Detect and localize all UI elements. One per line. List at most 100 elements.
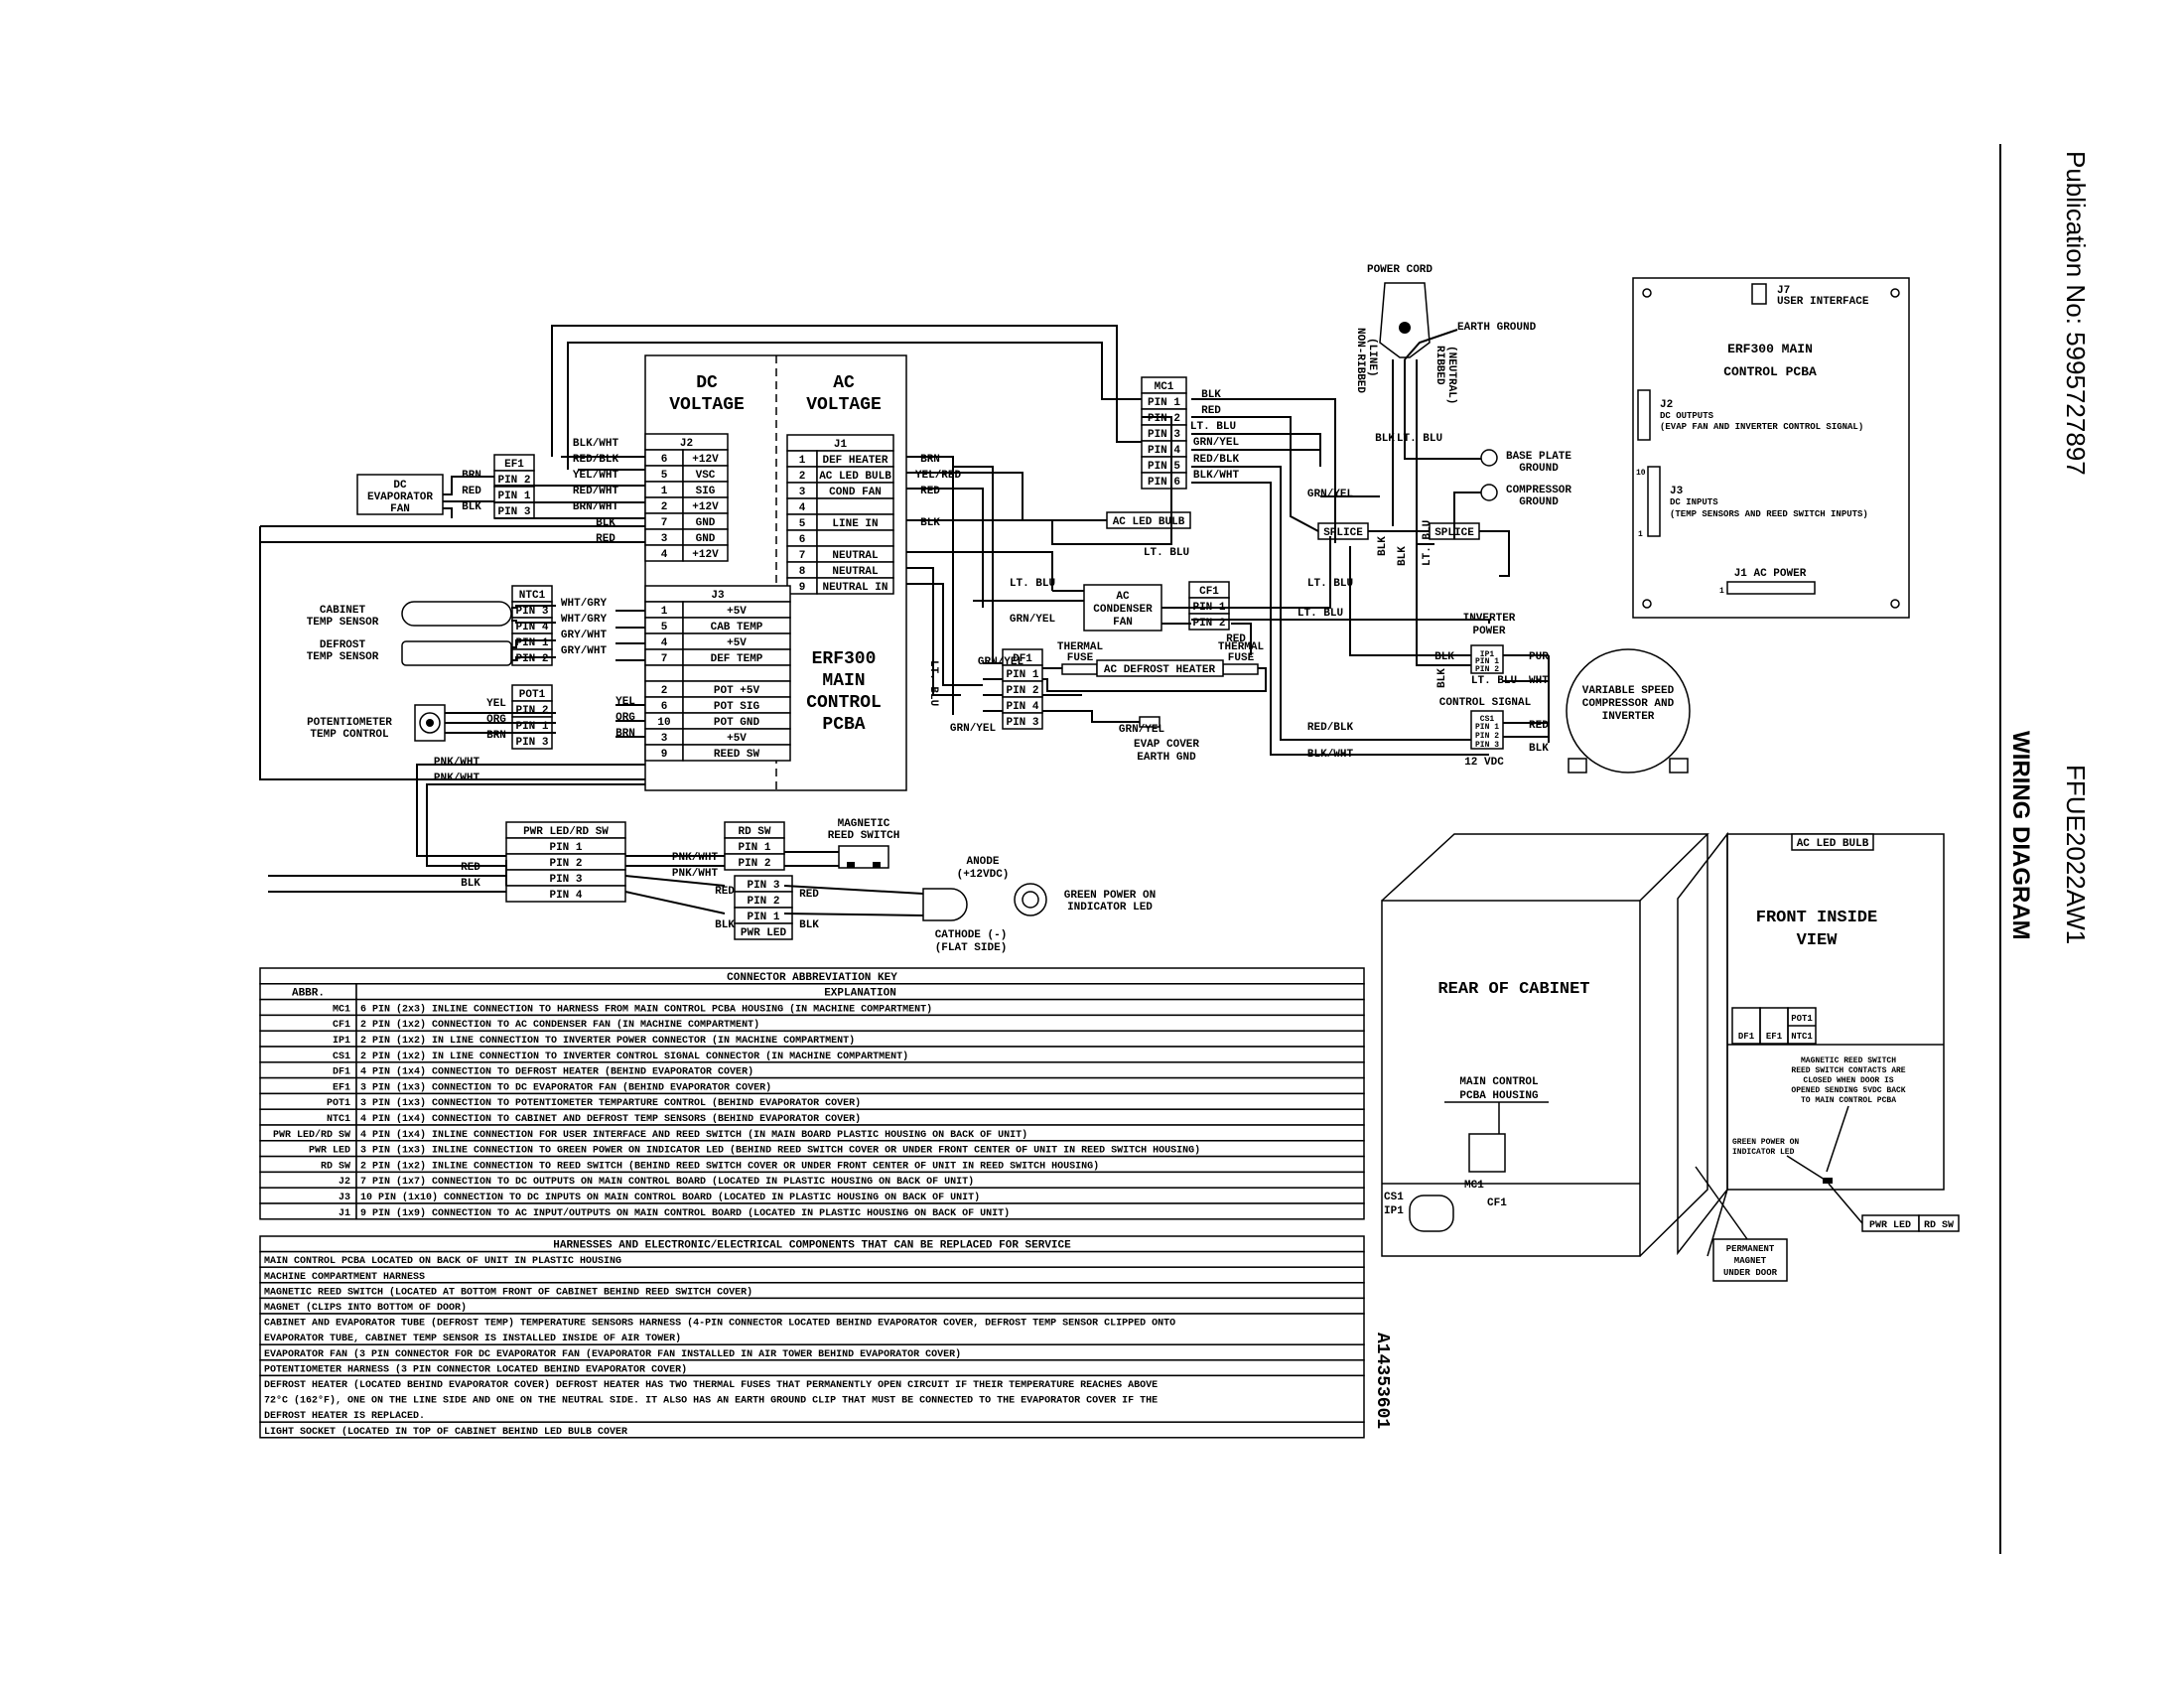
wiring bbox=[259, 325, 1550, 916]
svg-text:POWER CORD: POWER CORD bbox=[1367, 264, 1433, 276]
harness-row: MAIN CONTROL PCBA LOCATED ON BACK OF UNI… bbox=[264, 1256, 621, 1267]
svg-text:IP1: IP1 bbox=[1384, 1205, 1404, 1217]
wire-label-pot_right: YEL bbox=[615, 696, 635, 708]
abbr-cell: NTC1 bbox=[327, 1114, 350, 1125]
svg-text:BASE PLATE: BASE PLATE bbox=[1506, 451, 1571, 463]
svg-text:DC OUTPUTS: DC OUTPUTS bbox=[1660, 411, 1714, 421]
j2-table-pin-num: 2 bbox=[661, 501, 668, 513]
svg-text:PIN 2: PIN 2 bbox=[1475, 732, 1499, 741]
svg-text:12 VDC: 12 VDC bbox=[1464, 757, 1504, 769]
wire-label-misc: BLK bbox=[1436, 668, 1448, 688]
ntc1-box-pin: PIN 2 bbox=[515, 653, 548, 665]
svg-text:ERF300 MAIN: ERF300 MAIN bbox=[1727, 342, 1813, 356]
wire-label-mc1_right: BLK/WHT bbox=[1193, 470, 1240, 482]
rear-of-cabinet-view: REAR OF CABINET MAIN CONTROL PCBA HOUSIN… bbox=[1381, 833, 1709, 1257]
wire-label-mc1_right: RED bbox=[1201, 405, 1221, 417]
j3-table-pin-name: CAB TEMP bbox=[711, 622, 763, 633]
wire-label-misc: RED bbox=[799, 889, 819, 901]
svg-text:MAGNET: MAGNET bbox=[1734, 1256, 1767, 1266]
j3-table-pin-num: 7 bbox=[661, 653, 668, 665]
wire-label-ef1_left: BRN bbox=[462, 470, 481, 482]
svg-text:AC LED BULB: AC LED BULB bbox=[1113, 516, 1185, 528]
dc-voltage-title: DC bbox=[696, 373, 718, 393]
svg-text:BLK: BLK bbox=[1529, 743, 1549, 755]
j3-table-title: J3 bbox=[711, 590, 725, 602]
j2-table-pin-num: 3 bbox=[661, 533, 668, 545]
svg-text:CONDENSER: CONDENSER bbox=[1093, 604, 1153, 616]
wire-label-misc: LT. BLU bbox=[1422, 520, 1433, 566]
wire-label-ef1_left: RED bbox=[462, 486, 481, 497]
svg-text:POT1: POT1 bbox=[1791, 1014, 1813, 1024]
svg-text:IP1: IP1 bbox=[1480, 650, 1495, 659]
wire-label-j2_left: RED/BLK bbox=[573, 454, 619, 466]
wire-label-misc: PNK/WHT bbox=[434, 757, 480, 769]
wire-label-pot_right: ORG bbox=[615, 712, 635, 724]
explanation-cell: 10 PIN (1x10) CONNECTION TO DC INPUTS ON… bbox=[360, 1192, 980, 1203]
svg-text:USER INTERFACE: USER INTERFACE bbox=[1777, 296, 1869, 308]
explanation-cell: 3 PIN (1x3) CONNECTION TO DC EVAPORATOR … bbox=[360, 1081, 771, 1093]
svg-text:PIN 2: PIN 2 bbox=[1475, 665, 1499, 674]
cabinet-temp-sensor: CABINET TEMP SENSOR bbox=[307, 601, 512, 629]
board-layout-diagram: ERF300 MAIN CONTROL PCBA J7 USER INTERFA… bbox=[1632, 277, 1910, 619]
wire-label-misc: LT. BLU bbox=[1297, 608, 1343, 620]
svg-text:EF1: EF1 bbox=[1766, 1032, 1783, 1042]
mc1-box-pin: PIN 1 bbox=[1148, 397, 1180, 409]
publication-number: Publication No: 5995727897 bbox=[2061, 151, 2091, 476]
svg-text:INDICATOR LED: INDICATOR LED bbox=[1732, 1148, 1795, 1157]
rdsw-box-pin: PIN 1 bbox=[738, 842, 770, 854]
j1-table-pin-num: 2 bbox=[799, 471, 806, 483]
wire-label-misc: BLK/WHT bbox=[1307, 749, 1354, 761]
wire-label-misc: GRN/YEL bbox=[1119, 724, 1165, 736]
explanation-cell: 2 PIN (1x2) IN LINE CONNECTION TO INVERT… bbox=[360, 1051, 908, 1062]
svg-text:J7: J7 bbox=[1777, 285, 1790, 297]
svg-text:INVERTER: INVERTER bbox=[1602, 711, 1655, 723]
j1-table-pin-num: 8 bbox=[799, 566, 806, 578]
wire-label-misc: BLK bbox=[715, 919, 735, 931]
wire-label-misc: LT. BLU bbox=[1144, 547, 1189, 559]
svg-text:FUSE: FUSE bbox=[1067, 652, 1094, 664]
magnetic-reed-switch: MAGNETIC REED SWITCH bbox=[828, 818, 899, 869]
potentiometer: POTENTIOMETER TEMP CONTROL bbox=[307, 704, 446, 742]
wire-label-ef1_left: BLK bbox=[462, 501, 481, 513]
board-name-1: ERF300 bbox=[812, 649, 877, 669]
defrost-temp-sensor: DEFROST TEMP SENSOR bbox=[307, 639, 512, 666]
j2-table-pin-name: VSC bbox=[696, 470, 716, 482]
svg-text:DEFROST: DEFROST bbox=[320, 639, 366, 651]
j1-table-pin-num: 7 bbox=[799, 550, 806, 562]
explanation-cell: 3 PIN (1x3) CONNECTION TO POTENTIOMETER … bbox=[360, 1097, 861, 1109]
wire-label-misc: RED bbox=[715, 886, 735, 898]
wire-label-j2_left: BRN/WHT bbox=[573, 501, 619, 513]
replaceable-components-table: HARNESSES AND ELECTRONIC/ELECTRICAL COMP… bbox=[259, 1235, 1365, 1439]
j3-table-pin-name: DEF TEMP bbox=[711, 653, 763, 665]
explanation-cell: 3 PIN (1x3) INLINE CONNECTION TO GREEN P… bbox=[360, 1145, 1200, 1157]
svg-text:PIN 3: PIN 3 bbox=[1475, 741, 1499, 750]
svg-text:TO MAIN CONTROL PCBA: TO MAIN CONTROL PCBA bbox=[1801, 1096, 1896, 1105]
wire-label-j3_left: GRY/WHT bbox=[561, 630, 608, 641]
svg-text:PIN 1: PIN 1 bbox=[1475, 657, 1499, 666]
svg-text:J2: J2 bbox=[1660, 399, 1673, 411]
ntc1-box-title: NTC1 bbox=[519, 590, 546, 602]
harness-row: DEFROST HEATER (LOCATED BEHIND EVAPORATO… bbox=[264, 1379, 1158, 1391]
j1-table-pin-name: NEUTRAL bbox=[832, 566, 879, 578]
svg-text:FAN: FAN bbox=[1113, 617, 1133, 629]
svg-text:PUR: PUR bbox=[1529, 651, 1549, 663]
wire-label-misc: BLK bbox=[1397, 546, 1409, 566]
wire-label-j3_left: WHT/GRY bbox=[561, 598, 608, 610]
main-control-board: DC VOLTAGE AC VOLTAGE ERF300 MAIN CONTRO… bbox=[644, 354, 907, 791]
svg-text:DF1: DF1 bbox=[1738, 1032, 1755, 1042]
wire-label-pot_wires: ORG bbox=[486, 714, 506, 726]
svg-text:CF1: CF1 bbox=[1487, 1197, 1507, 1209]
pwr-rdsw-box-pin: PIN 2 bbox=[549, 858, 582, 870]
mc1-box-pin: PIN 4 bbox=[1148, 445, 1180, 457]
j1-table-pin-num: 3 bbox=[799, 487, 806, 498]
j1-table-pin-name: COND FAN bbox=[829, 487, 882, 498]
abbr-cell: J1 bbox=[339, 1208, 350, 1219]
svg-text:ANODE: ANODE bbox=[966, 856, 999, 868]
wire-label-misc: BLK bbox=[799, 919, 819, 931]
